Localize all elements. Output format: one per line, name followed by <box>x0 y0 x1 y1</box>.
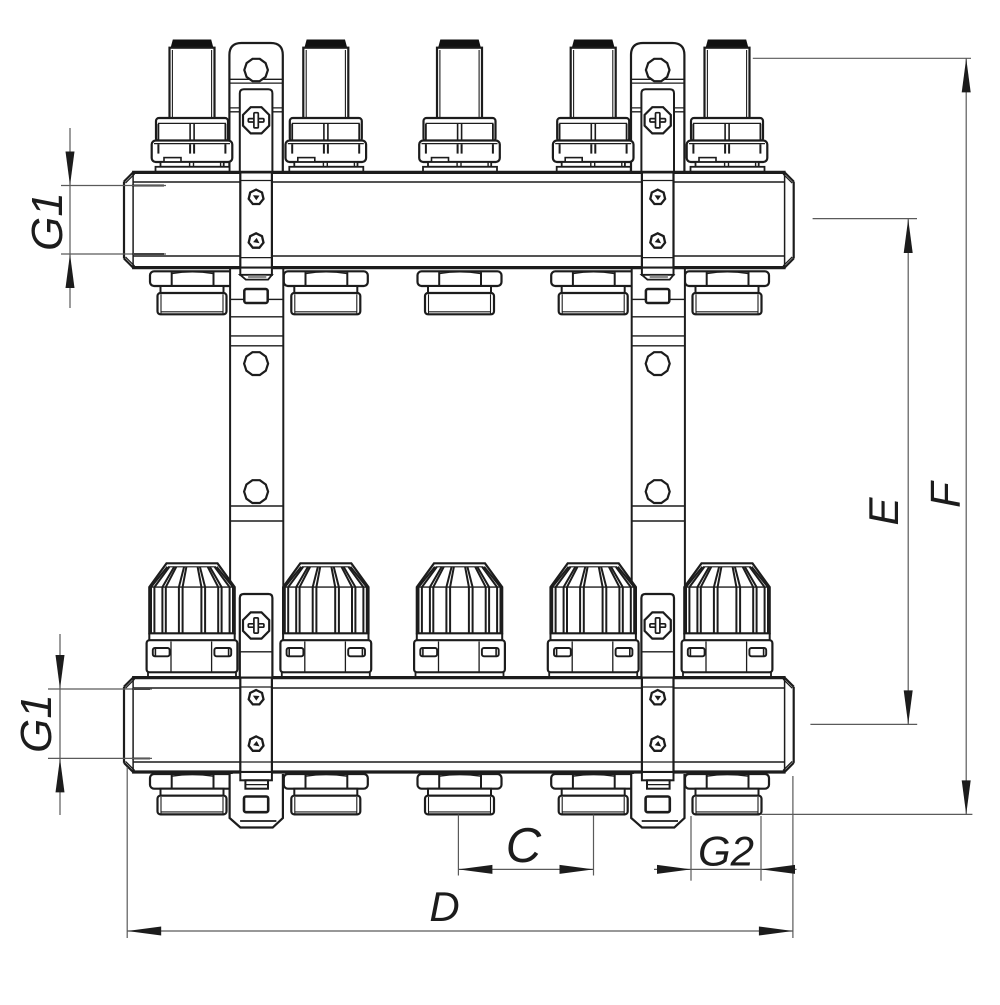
svg-text:F: F <box>922 480 969 508</box>
svg-text:C: C <box>506 819 542 873</box>
svg-text:E: E <box>860 497 907 526</box>
svg-text:G1: G1 <box>12 694 61 753</box>
svg-text:G2: G2 <box>698 828 754 875</box>
svg-text:D: D <box>429 883 459 930</box>
svg-text:G1: G1 <box>23 192 72 251</box>
